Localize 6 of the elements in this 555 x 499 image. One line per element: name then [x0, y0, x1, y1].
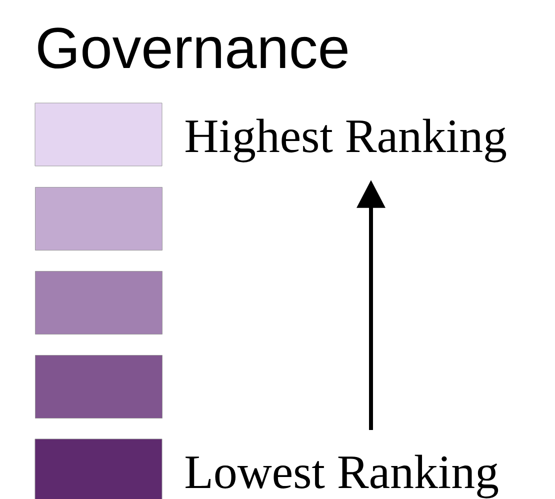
- title: Governance: [38, 28, 348, 69]
- legend-label: Lowest Ranking: [186, 454, 498, 498]
- legend-label: Highest Ranking: [186, 118, 506, 162]
- color-swatch: [35, 270, 162, 334]
- color-swatch: [35, 186, 162, 250]
- color-swatch: [35, 354, 162, 418]
